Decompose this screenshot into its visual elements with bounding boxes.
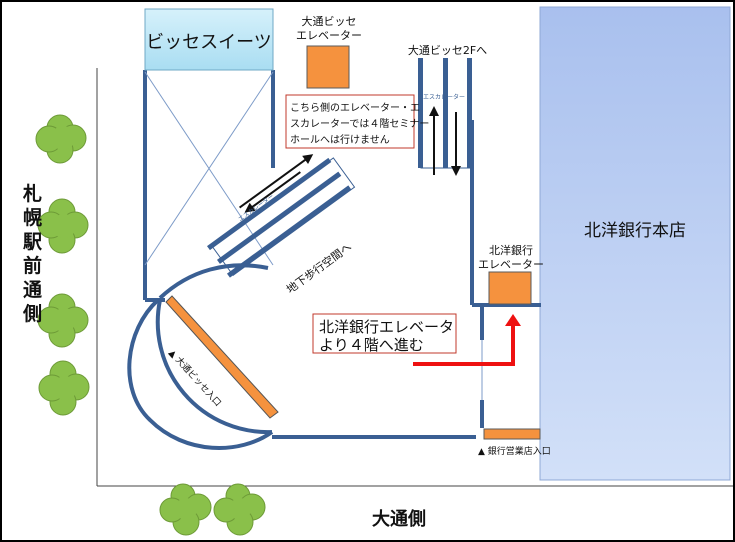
odori-bisse-elevator-label-1: 大通ビッセ xyxy=(301,15,357,28)
tree-south-2 xyxy=(213,483,266,536)
sapporo-side-label: 札幌駅前通側 xyxy=(23,183,43,325)
escalator-2f xyxy=(418,58,472,176)
odori-side-label: 大通側 xyxy=(372,509,426,530)
hokuyo-main-branch-label: 北洋銀行本店 xyxy=(584,221,686,241)
bank-entrance-door xyxy=(483,428,541,440)
route-label-2: より４階へ進む xyxy=(319,336,424,354)
warning-box xyxy=(285,94,415,149)
bisse-suites-box xyxy=(144,8,274,71)
tree-west-3 xyxy=(37,293,89,348)
hokuyo-elevator-label-2: エレベーター xyxy=(478,258,544,271)
route-box xyxy=(312,313,457,354)
warning-line-3: ホールへは行けません xyxy=(290,135,390,146)
tree-west-1 xyxy=(35,114,87,164)
tree-west-2 xyxy=(37,198,89,254)
warning-line-2: スカレーターでは４階セミナー xyxy=(290,119,430,130)
bisse-suites-label: ビッセスイーツ xyxy=(146,32,272,53)
odori-bisse-entrance-area xyxy=(127,263,279,450)
warning-line-1: こちら側のエレベーター・エ xyxy=(290,103,420,114)
escalator-2f-label: エスカレーター xyxy=(423,94,466,101)
bank-entrance-label: ▲ 銀行営業店入口 xyxy=(478,447,551,457)
hokuyo-elevator-label-1: 北洋銀行 xyxy=(489,244,533,257)
tree-west-4 xyxy=(38,360,90,416)
route-label-1: 北洋銀行エレベータ xyxy=(319,318,455,336)
odori-bisse-elevator-label-2: エレベーター xyxy=(296,29,362,42)
route-arrow xyxy=(413,323,515,366)
route-arrowhead xyxy=(505,314,521,326)
hokuyo-building xyxy=(539,6,731,481)
tree-south-1 xyxy=(159,483,212,536)
odori-bisse-2f-label: 大通ビッセ2Fへ xyxy=(407,44,488,57)
escalator-underground xyxy=(206,154,356,278)
odori-bisse-elevator xyxy=(306,45,350,89)
trees xyxy=(35,114,266,536)
void-cross-b xyxy=(144,71,274,266)
hokuyo-elevator xyxy=(488,271,532,305)
